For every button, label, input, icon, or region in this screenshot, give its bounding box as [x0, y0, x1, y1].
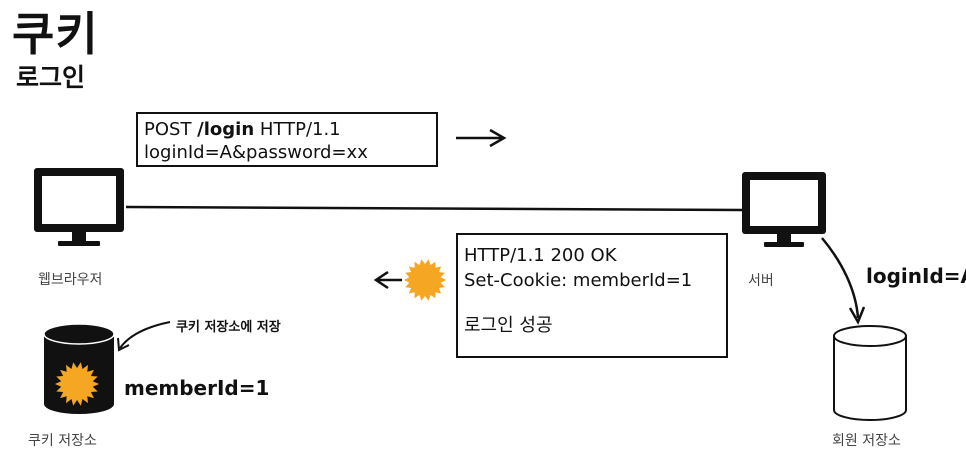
request-message-box: POST /login HTTP/1.1 loginId=A&password=…	[136, 112, 438, 167]
request-protocol: HTTP/1.1	[254, 119, 341, 140]
cookie-save-arrow-icon	[117, 321, 171, 352]
response-arrow-icon	[373, 270, 402, 290]
request-line-1: POST /login HTTP/1.1	[144, 118, 430, 141]
client-monitor-icon	[34, 168, 124, 246]
page-subtitle: 로그인	[16, 63, 86, 92]
page-title: 쿠키	[12, 7, 99, 61]
request-path: /login	[197, 119, 255, 140]
server-monitor-icon	[742, 172, 826, 247]
connection-line	[125, 205, 743, 212]
member-id-label: memberId=1	[124, 376, 270, 400]
web-browser-label: 웹브라우저	[38, 272, 103, 288]
member-store-database-icon	[833, 325, 907, 421]
cookie-save-label: 쿠키 저장소에 저장	[176, 320, 281, 335]
response-body: 로그인 성공	[464, 315, 553, 336]
request-method: POST	[144, 119, 198, 140]
cookie-store-database-icon	[43, 323, 115, 414]
member-store-label: 회원 저장소	[832, 433, 901, 449]
response-cookie-icon	[404, 259, 446, 301]
cookie-store-label: 쿠키 저장소	[28, 433, 97, 449]
request-body: loginId=A&password=xx	[144, 142, 368, 163]
server-to-store-arrow-icon	[821, 237, 866, 325]
response-message-box: HTTP/1.1 200 OK Set-Cookie: memberId=1 로…	[456, 233, 728, 358]
response-set-cookie-header: Set-Cookie: memberId=1	[464, 270, 693, 291]
server-label: 서버	[748, 273, 774, 289]
response-status-line: HTTP/1.1 200 OK	[464, 245, 617, 266]
request-arrow-icon	[456, 128, 507, 148]
login-id-label: loginId=A	[866, 264, 966, 288]
